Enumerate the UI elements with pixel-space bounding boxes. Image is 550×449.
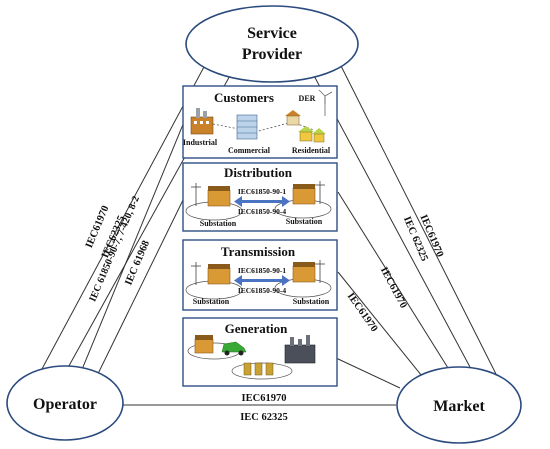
substation-icon [292, 262, 316, 283]
commercial-label: Commercial [228, 146, 271, 155]
commercial-icon [236, 114, 258, 140]
transmission-std-top: IEC61850-90-1 [238, 266, 287, 275]
generation-title: Generation [225, 321, 289, 336]
distribution-box: Distribution IEC61850-90-1 IEC61850-90-4… [182, 162, 338, 232]
market-node: Market [396, 366, 522, 444]
power-plant-icon [284, 335, 316, 364]
residential-icon [298, 126, 326, 143]
distribution-double-arrow [234, 196, 290, 207]
line-distribution-market [337, 191, 459, 385]
distribution-std-bottom: IEC61850-90-4 [238, 207, 287, 216]
line-operator-customers [75, 121, 185, 385]
storage-tanks-icon [243, 362, 274, 376]
std-trans-mkt: IEC61970 [345, 291, 380, 334]
market-ellipse [396, 366, 522, 444]
service-provider-label-line2: Provider [242, 46, 302, 63]
distribution-std-top: IEC61850-90-1 [238, 187, 287, 196]
transmission-std-bottom: IEC61850-90-4 [238, 286, 287, 295]
customers-title: Customers [214, 90, 274, 105]
der-label: DER [299, 94, 316, 103]
std-op-mkt-2: IEC 62325 [240, 412, 288, 423]
distribution-pylons [191, 181, 325, 206]
transmission-box: Transmission IEC61850-90-1 IEC61850-90-4… [182, 239, 338, 311]
market-label: Market [433, 398, 485, 415]
operator-label: Operator [33, 396, 97, 413]
line-operator-distribution [91, 197, 185, 387]
operator-ellipse [6, 365, 124, 441]
plant-building-icon [194, 335, 214, 354]
std-op-mkt-1: IEC61970 [242, 393, 287, 404]
customers-links [212, 121, 315, 133]
customers-box: Customers Industrial Commercial DER [182, 85, 338, 159]
transmission-pylons [191, 260, 325, 285]
service-provider-node: Service Provider [185, 5, 359, 83]
distribution-title: Distribution [224, 165, 293, 180]
residential-label: Residential [292, 146, 331, 155]
distribution-substation-right: Substation [286, 217, 323, 226]
wind-turbine-icon [318, 89, 333, 116]
line-service-market-a [333, 51, 501, 383]
industrial-icon [190, 108, 214, 135]
ev-car-icon [221, 341, 247, 356]
distribution-substation-left: Substation [200, 219, 237, 228]
industrial-label: Industrial [183, 138, 218, 147]
transmission-title: Transmission [221, 244, 296, 259]
std-dist-mkt: IEC61970 [378, 265, 409, 310]
substation-icon [207, 264, 231, 285]
generation-box: Generation [182, 317, 338, 387]
service-provider-ellipse [185, 5, 359, 83]
line-service-market-b [311, 71, 479, 383]
line-transmission-market [337, 271, 431, 387]
transmission-substation-right: Substation [293, 297, 330, 306]
substation-icon [292, 184, 316, 205]
std-op-sp-4: IEC 61968 [123, 239, 152, 287]
house-icon [285, 110, 301, 126]
transmission-double-arrow [234, 275, 290, 286]
operator-node: Operator [6, 365, 124, 441]
transmission-substation-left: Substation [193, 297, 230, 306]
substation-icon [207, 186, 231, 207]
line-generation-market [335, 357, 401, 389]
service-provider-label-line1: Service [247, 25, 297, 42]
